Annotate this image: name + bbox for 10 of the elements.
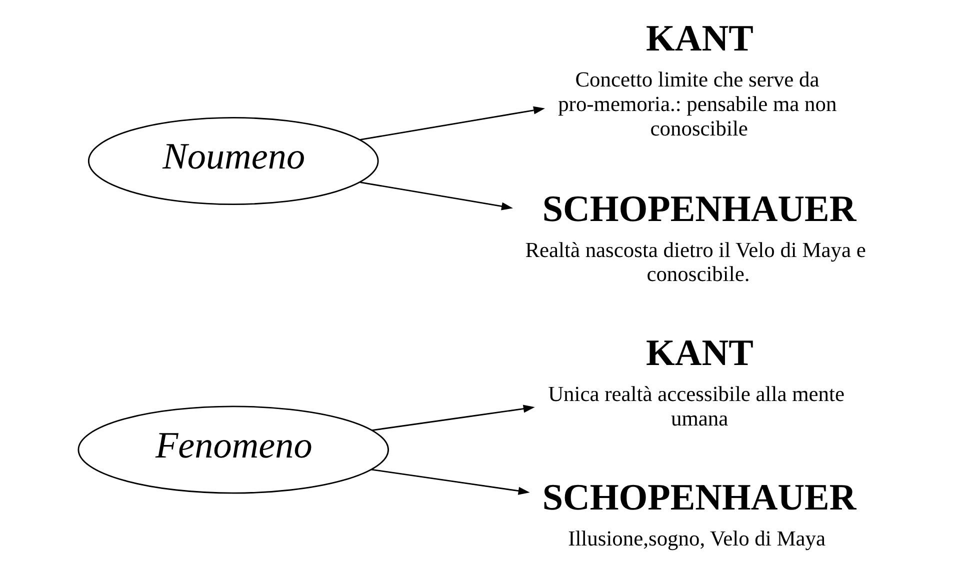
arrow: [360, 182, 513, 210]
arrow: [371, 468, 530, 495]
node-ellipse: Noumeno: [88, 116, 379, 206]
node-ellipse: Fenomeno: [78, 406, 389, 494]
node-text: KANT Unica realtà accessibile alla mente umana: [548, 333, 844, 430]
arrow: [360, 106, 545, 140]
arrow: [372, 404, 535, 431]
node-text: SCHOPENHAUER Realtà nascosta dietro il Velo di Maya e conoscibile.: [525, 188, 866, 286]
node-text: SCHOPENHAUER Illusione,sogno, Velo di Maya: [542, 477, 856, 551]
node-text: KANT Concetto limite che serve da pro-memoria.: pensabile ma non conoscibile: [558, 18, 837, 140]
